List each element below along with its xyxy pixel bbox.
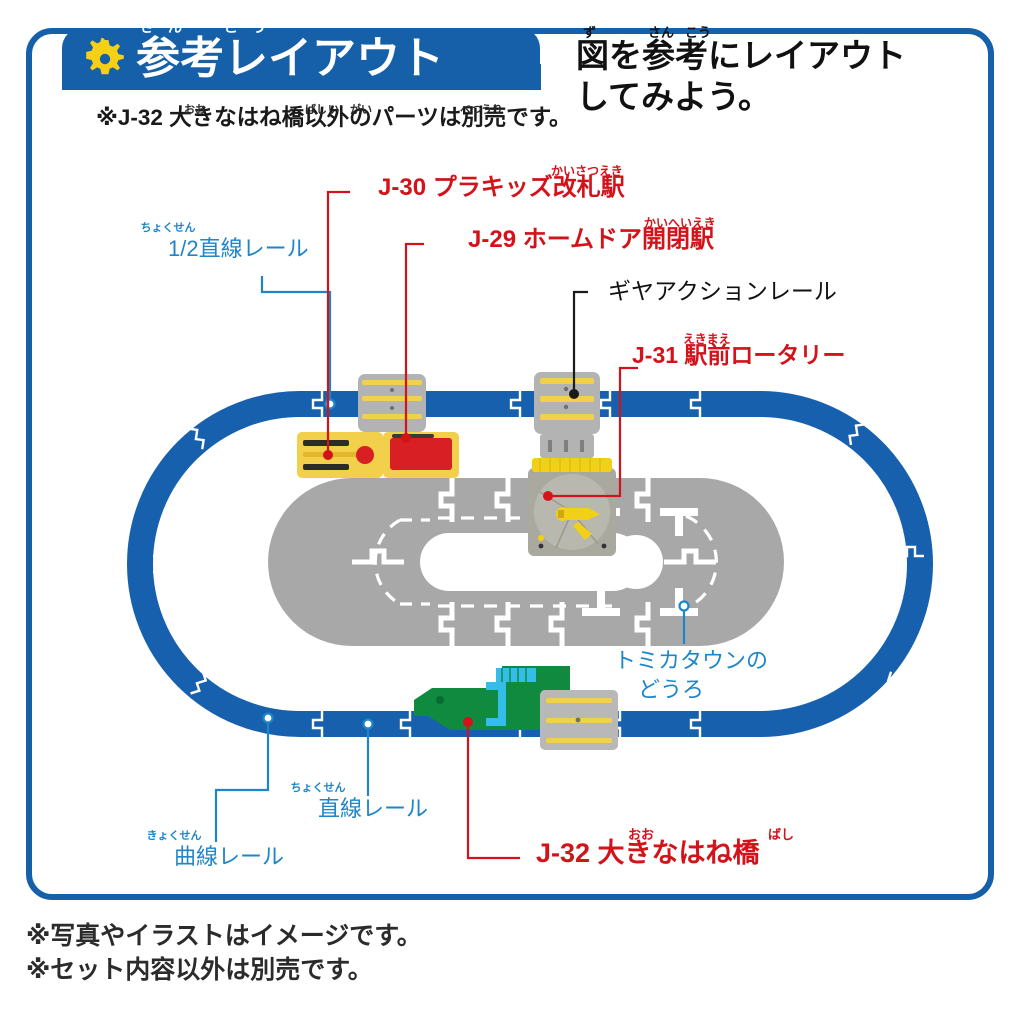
headline-ruby-san: さん <box>648 25 675 40</box>
headline-ruby-zu: ず <box>583 25 597 40</box>
label-straight-rail-text: 直線レール <box>318 796 429 821</box>
leader-dot-gear-action-rail <box>569 389 579 399</box>
label-half-straight-rail-ruby: ちょくせん <box>140 222 196 234</box>
j30-detail-mid <box>303 452 369 457</box>
j30-plarail-gate-station-part <box>297 432 383 478</box>
j30-red-knob <box>356 446 374 464</box>
leader-dot-j30 <box>323 450 333 460</box>
label-j30-text: J-30 プラキッズ改札駅 <box>378 174 625 201</box>
track-oval-body <box>127 391 933 737</box>
label-j29-ruby: かいへいえき <box>644 216 716 230</box>
road-roundabout-dash <box>685 514 719 610</box>
header-note-ruby-ba: ばし <box>305 104 327 116</box>
headline-line-1: 図を参考にレイアウト <box>576 37 906 74</box>
label-j32-ruby-oo: おお <box>628 827 655 842</box>
page-title: さん こう 参考レイアウト <box>136 20 444 83</box>
footnote-line-2: ※セット内容以外は別売です。 <box>26 955 373 984</box>
label-j31-text: J-31 駅前ロータリー <box>632 342 846 368</box>
j31-arm-2 <box>573 522 592 540</box>
label-j30-plarail-gate-station: J-30 プラキッズ改札駅 <box>378 176 625 200</box>
leader-dot-curve-rail <box>262 712 274 724</box>
header-note-ruby-oo: おお <box>184 104 206 116</box>
j32-bridge-green-lower <box>414 700 570 730</box>
leader-gear-action-rail <box>572 290 588 394</box>
label-j30-ruby: かいさつえき <box>551 164 623 178</box>
label-tomica-town-road: トミカタウンの どうろ <box>614 646 768 705</box>
j31-station-rotary-part <box>528 458 616 556</box>
leader-curve-rail <box>214 718 270 842</box>
label-tomica-town-road-line1: トミカタウンの <box>614 648 769 673</box>
page-title-text: 参考レイアウト <box>136 34 444 83</box>
label-gear-action-rail: ギヤアクションレール <box>608 280 837 303</box>
label-j32-text: J-32 大きなはね橋 <box>536 838 760 868</box>
leader-dot-straight-rail <box>362 718 374 730</box>
label-curve-rail-ruby: きょくせん <box>146 830 202 842</box>
road-lane-dash-left <box>373 518 401 606</box>
j32-hinge <box>436 696 444 704</box>
tomica-town-road-plate <box>268 478 784 646</box>
leader-dot-j32 <box>463 717 473 727</box>
headline-ruby-kou: こう <box>685 25 712 40</box>
j32-cyan-hook <box>486 682 506 726</box>
gear-icon <box>84 38 126 80</box>
header-note: ※J-32 大きなはね橋以外のパーツは別売です。 <box>96 105 572 130</box>
label-straight-rail-ruby: ちょくせん <box>290 782 346 794</box>
header-note-ruby-i: い <box>328 104 339 116</box>
label-j29-text: J-29 ホームドア開閉駅 <box>468 226 714 253</box>
label-straight-rail: ちょくせん直線レール <box>291 783 429 821</box>
leader-j31 <box>548 366 638 498</box>
label-curve-rail-text: 曲線レール <box>174 844 285 869</box>
j32-big-lift-bridge-part <box>414 666 618 750</box>
label-gear-action-rail-text: ギヤアクションレール <box>608 278 837 304</box>
leader-j32 <box>466 722 520 860</box>
leader-j29 <box>404 242 424 438</box>
callout-leaders <box>214 190 690 860</box>
j31-arm-1 <box>560 508 600 520</box>
leader-j30 <box>326 190 350 455</box>
leader-half-straight-rail <box>260 276 336 410</box>
label-j31-ruby: えきまえ <box>683 332 731 346</box>
footnote-line-1: ※写真やイラストはイメージです。 <box>26 922 422 950</box>
leader-dot-j29 <box>401 433 411 443</box>
header-note-ruby-gai: がい <box>350 104 372 116</box>
footnotes: ※写真やイラストはイメージです。 ※セット内容以外は別売です。 <box>26 920 626 987</box>
headline-line-2: してみよう。 <box>576 77 772 115</box>
label-half-straight-rail-text: 1/2直線レール <box>168 236 309 261</box>
j29-red-panel <box>390 438 452 470</box>
header-banner: さん こう 参考レイアウト <box>62 20 541 90</box>
j29-platform-door-station-part <box>358 374 459 478</box>
j30-detail-bottom <box>303 464 349 470</box>
leader-dot-tomica-town-road <box>678 600 690 612</box>
label-j32-big-lift-bridge: J-32 大きなはね橋 <box>536 840 760 867</box>
label-j32-ruby-bashi: ばし <box>768 827 795 842</box>
label-j31-station-rotary: J-31 駅前ロータリー <box>632 344 845 367</box>
j30-detail-top <box>303 440 349 446</box>
label-tomica-town-road-line2: どうろ <box>638 677 705 703</box>
label-curve-rail: きょくせん曲線レール <box>147 831 285 869</box>
gear-action-rail-part <box>534 372 600 458</box>
label-half-straight-rail: ちょくせん 1/2直線レール <box>141 223 309 261</box>
header-note-ruby-uri: うり <box>481 104 503 116</box>
label-j29-platform-door-station: J-29 ホームドア開閉駅 <box>468 228 714 252</box>
headline: 図を参考にレイアウト してみよう。 <box>576 36 936 118</box>
j31-yellow-platform <box>532 458 612 472</box>
header-note-ruby-betsu: べつ <box>460 104 482 116</box>
page-title-ruby: さん こう <box>140 19 280 35</box>
leader-dot-j31 <box>543 491 553 501</box>
